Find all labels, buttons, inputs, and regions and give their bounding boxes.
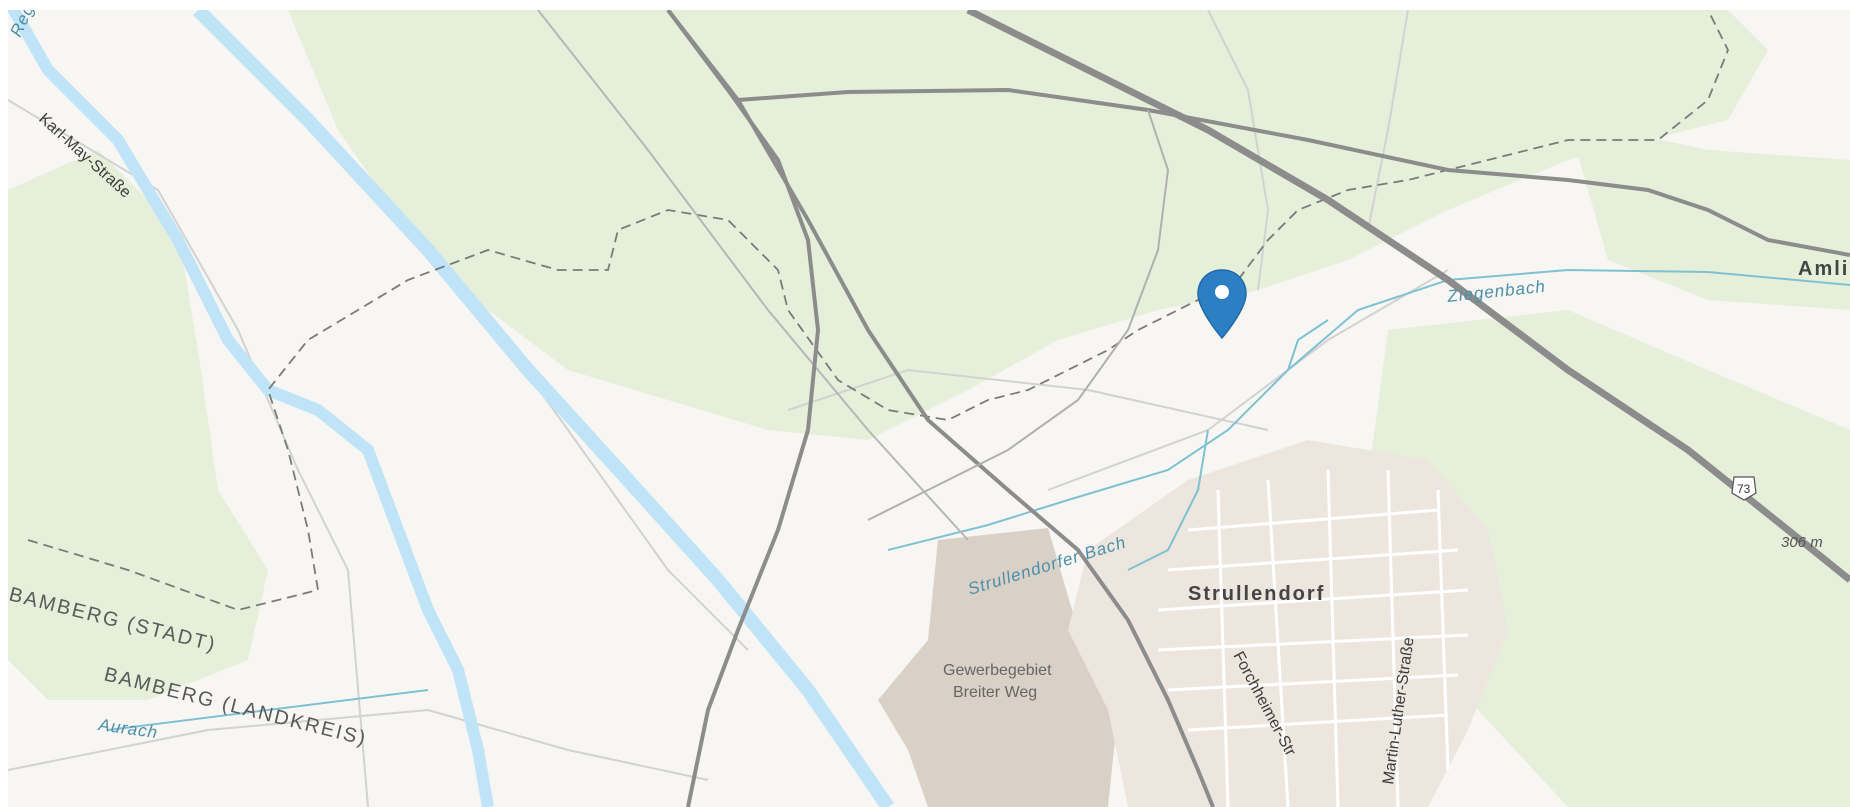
river-regnitz xyxy=(8,10,494,807)
label-gewerbegebiet-line1: Gewerbegebiet xyxy=(943,662,1052,679)
forest-area xyxy=(1368,310,1850,807)
streams xyxy=(107,268,1850,731)
map-pin-dot xyxy=(1215,285,1229,299)
map-pin-icon[interactable] xyxy=(1197,269,1247,340)
route-shield-number: 73 xyxy=(1737,482,1751,496)
forest-area xyxy=(8,150,268,700)
label-gewerbegebiet-line2: Breiter Weg xyxy=(953,684,1037,701)
railway xyxy=(537,10,969,541)
highways xyxy=(666,10,1850,807)
map-canvas[interactable]: 73 Regnitz Karl-May-Straße Ziegenbach St… xyxy=(8,10,1850,807)
industrial-area xyxy=(878,528,1118,807)
forest-areas xyxy=(8,10,1850,807)
label-elevation: 306 m xyxy=(1781,534,1823,551)
forest-area xyxy=(288,10,1768,440)
label-strullendorf: Strullendorf xyxy=(1188,583,1325,605)
canal xyxy=(193,10,894,807)
label-amli: Amli xyxy=(1798,258,1849,280)
location-pin-marker[interactable] xyxy=(1197,269,1247,340)
forest-area xyxy=(1568,120,1850,310)
route-shield: 73 xyxy=(1731,476,1757,501)
town-streets xyxy=(1157,469,1469,807)
